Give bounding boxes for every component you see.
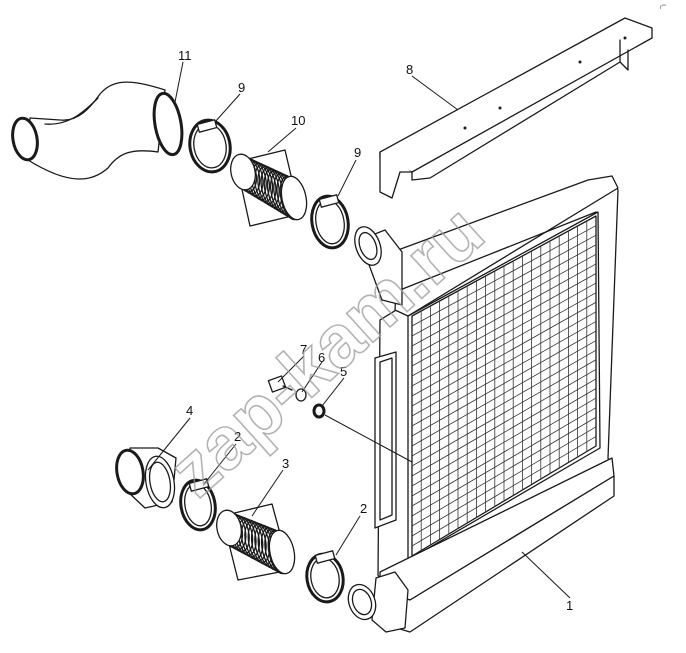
corrugated-hose-part-10 — [230, 149, 308, 227]
o-ring-part-5 — [312, 403, 326, 419]
corner-mark: r"" — [660, 5, 666, 11]
washer-part-6 — [295, 388, 307, 402]
callout-8: 8 — [406, 62, 413, 77]
callout-11: 11 — [178, 48, 192, 63]
callout-9-left: 9 — [238, 80, 245, 95]
hose-clamp-part-2-right — [305, 550, 345, 604]
callout-4: 4 — [186, 403, 193, 418]
callout-labels: 1 2 2 3 4 5 6 7 8 9 9 10 11 — [178, 48, 573, 613]
callout-6: 6 — [318, 350, 325, 365]
callout-2-lower: 2 — [360, 501, 367, 516]
adapter-sleeve-part-4 — [115, 447, 177, 509]
leader-lines — [147, 61, 571, 599]
bracket-part-8 — [379, 17, 653, 199]
assembly-line-bolt — [324, 414, 413, 463]
callout-10: 10 — [291, 113, 305, 128]
hose-clamp-part-9-upper — [188, 118, 232, 174]
callout-1: 1 — [566, 598, 573, 613]
callout-2-upper: 2 — [234, 429, 241, 444]
hose-clamp-part-9-mid — [310, 194, 350, 250]
bent-pipe-part-11 — [11, 81, 184, 180]
callout-5: 5 — [340, 364, 347, 379]
core-grid — [411, 221, 597, 551]
corrugated-hose-part-3 — [216, 503, 296, 581]
callout-7: 7 — [300, 342, 307, 357]
intercooler-part-1 — [347, 175, 619, 633]
callout-3: 3 — [282, 456, 289, 471]
hose-clamp-part-2-left — [179, 478, 217, 532]
callout-9-right: 9 — [354, 145, 361, 160]
bolt-part-7 — [267, 375, 293, 393]
